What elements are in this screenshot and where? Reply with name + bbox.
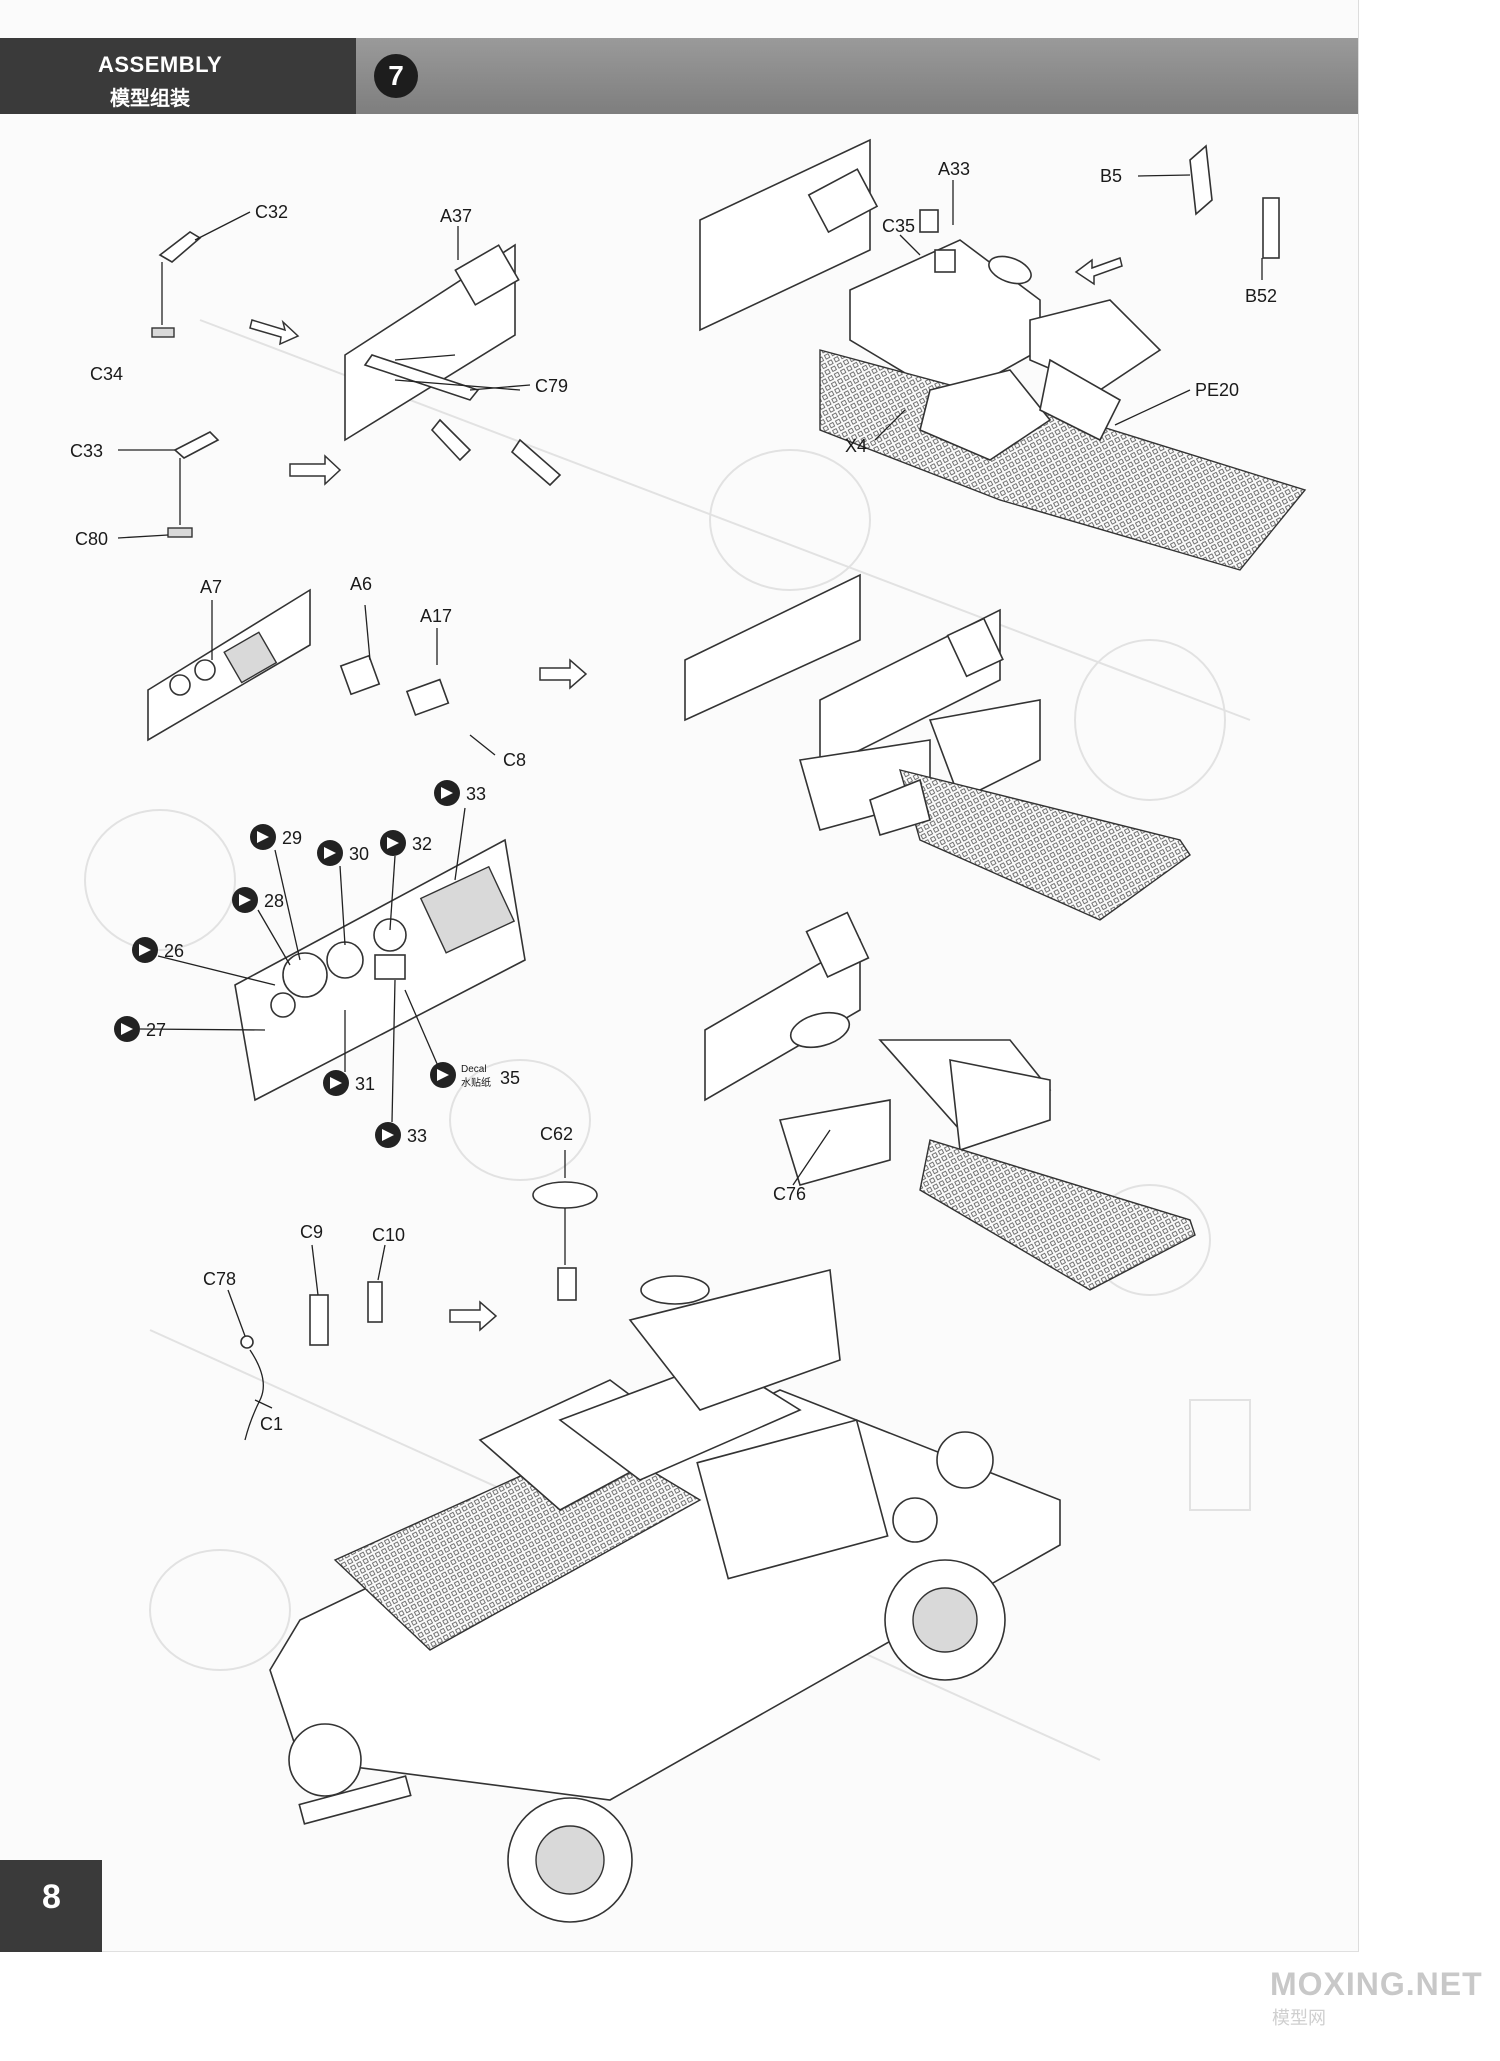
decal-icon xyxy=(434,780,460,806)
label-c1: C1 xyxy=(260,1414,283,1434)
decal-caption-zh: 水贴纸 xyxy=(461,1076,491,1089)
decal-number: 26 xyxy=(164,941,184,961)
pedal-bracket-assembly xyxy=(344,243,562,487)
decal-icon xyxy=(250,824,276,850)
leader-lines xyxy=(117,174,1263,1409)
page-number: 8 xyxy=(42,1878,61,1916)
label-b5: B5 xyxy=(1100,166,1122,186)
label-c9: C9 xyxy=(300,1222,323,1242)
lever-c33 xyxy=(167,431,220,538)
label-pe20: PE20 xyxy=(1195,380,1239,400)
decal-number: 29 xyxy=(282,828,302,848)
decal-number: 28 xyxy=(264,891,284,911)
label-b52: B52 xyxy=(1245,286,1277,306)
label-c62: C62 xyxy=(540,1124,573,1144)
label-a7: A7 xyxy=(200,577,222,597)
lever-c32 xyxy=(151,231,202,338)
handle-b5-b52 xyxy=(1189,144,1280,259)
part-labels: C32 A37 A33 B5 C35 C34 C79 B52 PE20 X4 C… xyxy=(70,159,1277,1434)
decal-icon xyxy=(114,1016,140,1042)
dashboard-exploded xyxy=(147,588,450,742)
direction-arrow xyxy=(249,319,300,346)
decal-number: 27 xyxy=(146,1020,166,1040)
page-number-tab xyxy=(0,1860,102,1952)
decal-icon xyxy=(375,1122,401,1148)
label-c8: C8 xyxy=(503,750,526,770)
step-header: ASSEMBLY 模型组装 7 xyxy=(0,38,1358,114)
cab-floor-middle xyxy=(684,573,1191,921)
label-c78: C78 xyxy=(203,1269,236,1289)
label-c34: C34 xyxy=(90,364,123,384)
direction-arrow xyxy=(1074,257,1123,286)
decal-icon xyxy=(323,1070,349,1096)
label-c32: C32 xyxy=(255,202,288,222)
label-a6: A6 xyxy=(350,574,372,594)
dashboard-decal-panel xyxy=(234,838,526,1102)
label-c76: C76 xyxy=(773,1184,806,1204)
site-watermark: MOXING.NET xyxy=(1270,1966,1483,2002)
decal-icon xyxy=(132,937,158,963)
decal-number: 32 xyxy=(412,834,432,854)
header-dark-panel: ASSEMBLY 模型组装 xyxy=(0,38,356,114)
decal-number: 31 xyxy=(355,1074,375,1094)
label-c35: C35 xyxy=(882,216,915,236)
label-a33: A33 xyxy=(938,159,970,179)
decal-number: 33 xyxy=(407,1126,427,1146)
decal-number: 33 xyxy=(466,784,486,804)
section-title: ASSEMBLY xyxy=(98,52,223,77)
label-a37: A37 xyxy=(440,206,472,226)
decal-icon xyxy=(380,830,406,856)
header-light-band xyxy=(356,38,1358,114)
decal-number: 30 xyxy=(349,844,369,864)
decal-icon xyxy=(430,1062,456,1088)
label-c33: C33 xyxy=(70,441,103,461)
label-x4: X4 xyxy=(845,436,867,456)
decal-caption-en: Decal xyxy=(461,1064,487,1075)
decal-markers: 33 29 30 32 28 26 27 31 Decal 水贴纸 35 33 xyxy=(114,780,520,1148)
steering-wheel-c62 xyxy=(532,1181,598,1301)
decal-icon xyxy=(232,887,258,913)
label-a17: A17 xyxy=(420,606,452,626)
label-c80: C80 xyxy=(75,529,108,549)
direction-arrow xyxy=(289,454,342,486)
label-c10: C10 xyxy=(372,1225,405,1245)
vehicle-chassis xyxy=(269,1269,1061,1923)
direction-arrow xyxy=(539,658,588,690)
site-watermark-sub: 模型网 xyxy=(1272,2008,1326,2028)
decal-icon xyxy=(317,840,343,866)
gear-lever-assembly xyxy=(240,1281,383,1441)
cab-floor-lower xyxy=(704,911,1196,1291)
cab-floor-upper xyxy=(699,138,1307,571)
step-number-badge: 7 xyxy=(374,54,418,98)
decal-number: 35 xyxy=(500,1068,520,1088)
label-c79: C79 xyxy=(535,376,568,396)
direction-arrow xyxy=(449,1300,498,1332)
section-subtitle: 模型组装 xyxy=(110,88,190,110)
